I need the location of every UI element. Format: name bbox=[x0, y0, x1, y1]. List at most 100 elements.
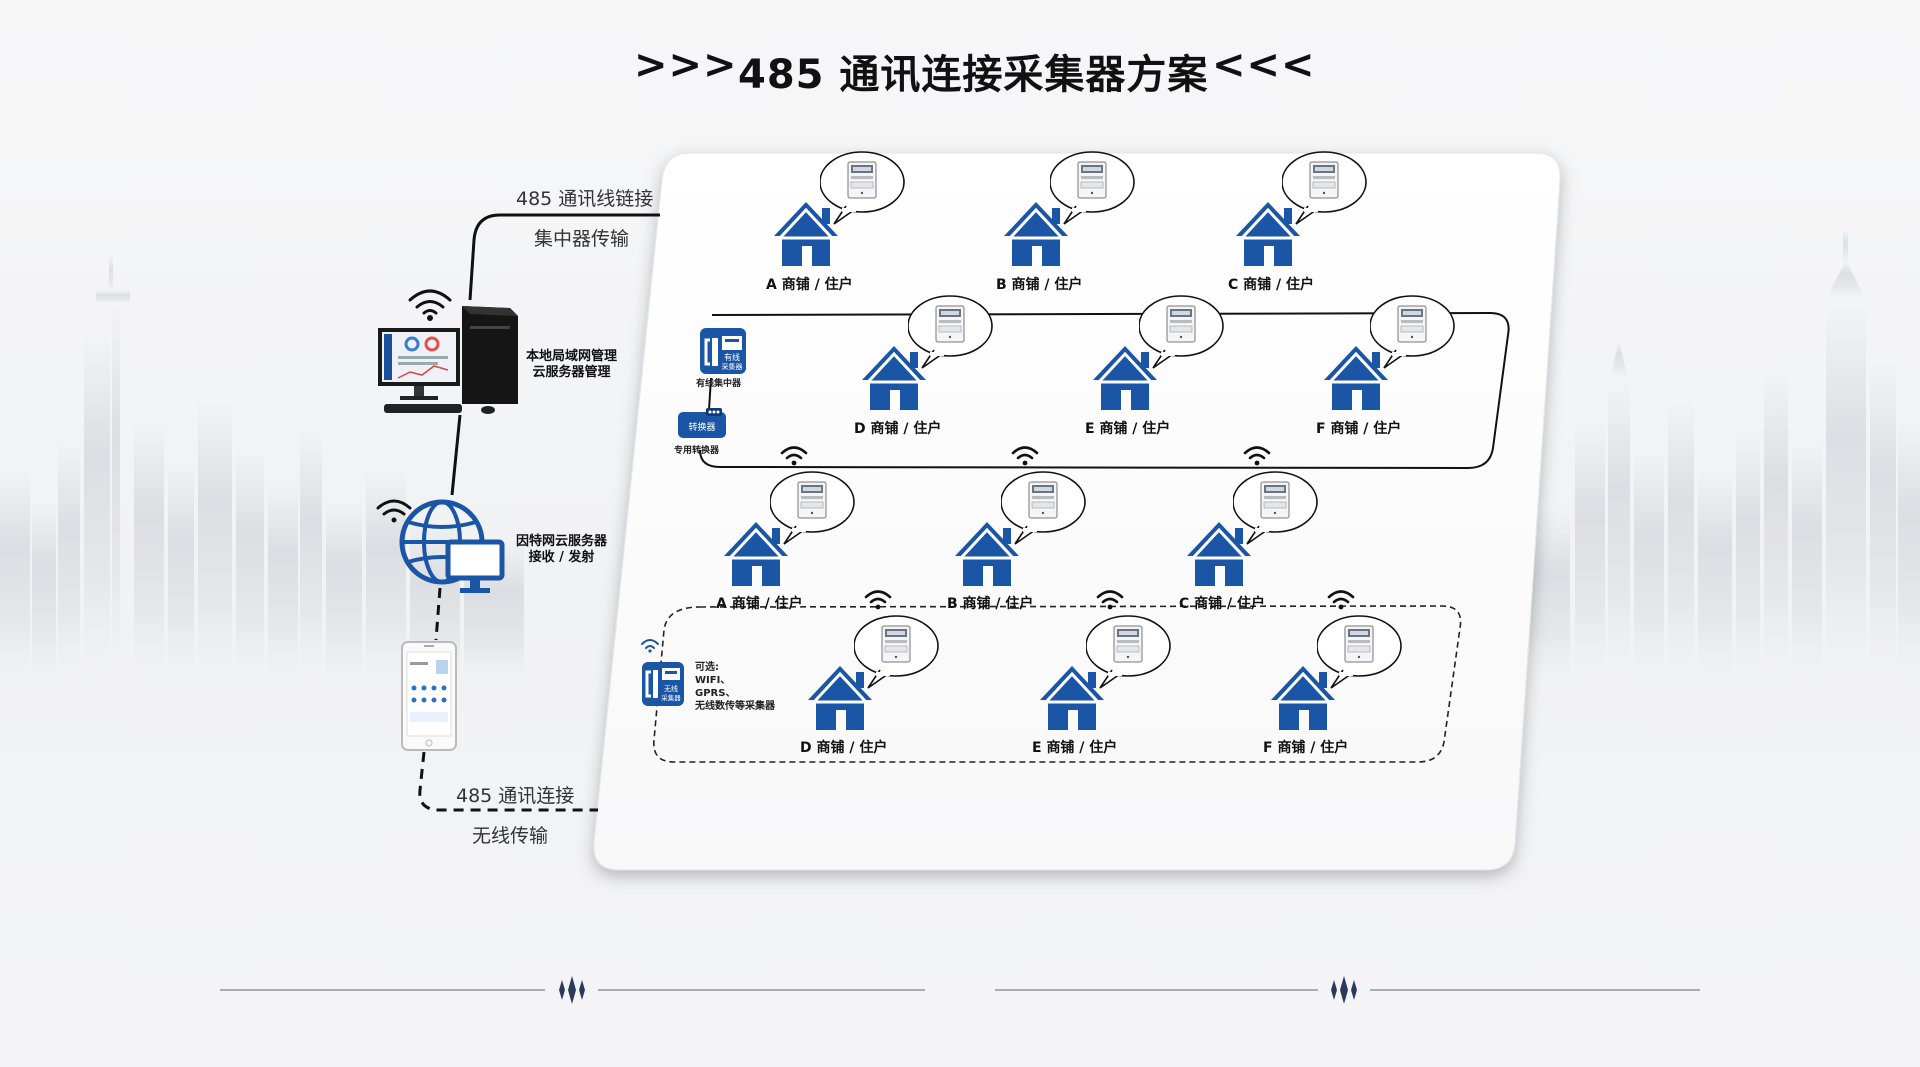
collector-converter-link bbox=[708, 377, 712, 411]
bottom-divider-left bbox=[220, 976, 925, 1004]
house-label: A 商铺 / 住户 bbox=[766, 277, 853, 293]
house-label: C 商铺 / 住户 bbox=[1228, 277, 1315, 293]
wireless-connection-line bbox=[418, 751, 598, 812]
svg-text:转换器: 转换器 bbox=[688, 421, 715, 433]
converter-icon: 转换器 bbox=[678, 408, 726, 438]
wifi-icon bbox=[1243, 446, 1271, 466]
wifi-icon bbox=[641, 639, 659, 653]
meter-bubble bbox=[1050, 151, 1135, 225]
electric-meter-icon bbox=[881, 625, 911, 663]
house-icon bbox=[1004, 202, 1068, 266]
wifi-icon bbox=[376, 499, 412, 523]
house-label: B 商铺 / 住户 bbox=[947, 596, 1034, 612]
electric-meter-icon bbox=[1113, 625, 1143, 663]
svg-text:采集器: 采集器 bbox=[661, 693, 681, 702]
electric-meter-icon bbox=[1309, 161, 1339, 199]
house-unit: D 商铺 / 住户 bbox=[800, 590, 986, 756]
electric-meter-icon bbox=[847, 161, 877, 199]
wifi-icon bbox=[1096, 590, 1124, 610]
house-icon bbox=[1236, 202, 1300, 266]
connection-label-bottom-2: 无线传输 bbox=[472, 825, 549, 847]
house-icon bbox=[808, 666, 872, 730]
house-unit: A 商铺 / 住户 bbox=[766, 148, 952, 308]
wifi-icon bbox=[780, 446, 808, 466]
house-unit: C 商铺 / 住户 bbox=[1228, 148, 1414, 308]
house-label: B 商铺 / 住户 bbox=[996, 277, 1083, 293]
wireless-options: 可选: WIFI、 GPRS、 无线数传等采集器 bbox=[695, 661, 775, 713]
wireless-option-1: 可选: bbox=[695, 662, 719, 673]
house-label: A 商铺 / 住户 bbox=[716, 596, 803, 612]
svg-text:有线: 有线 bbox=[724, 352, 740, 362]
meter-bubble bbox=[1317, 615, 1402, 689]
pc-cloud-link bbox=[450, 414, 462, 496]
collector-icon: 有线 采集器 bbox=[700, 328, 746, 374]
house-unit: B 商铺 / 住户 bbox=[996, 148, 1182, 308]
page-title: 485 通讯连接采集器方案 bbox=[738, 52, 1209, 98]
house-label: E 商铺 / 住户 bbox=[1032, 740, 1118, 756]
house-label: E 商铺 / 住户 bbox=[1085, 421, 1171, 437]
house-icon bbox=[1040, 666, 1104, 730]
meter-bubble bbox=[1086, 615, 1171, 689]
electric-meter-icon bbox=[1397, 305, 1427, 343]
meter-bubble bbox=[820, 151, 905, 225]
skyline-right bbox=[1530, 230, 1920, 690]
meter-bubble bbox=[1233, 471, 1318, 545]
electric-meter-icon bbox=[1260, 481, 1290, 519]
house-unit: C 商铺 / 住户 bbox=[1179, 446, 1365, 612]
wired-bus-line bbox=[699, 311, 1510, 470]
house-label: F 商铺 / 住户 bbox=[1263, 740, 1349, 756]
monitor-icon bbox=[445, 539, 505, 593]
svg-text:无线: 无线 bbox=[664, 684, 678, 693]
wired-collector-label: 有线集中器 bbox=[696, 379, 742, 389]
globe-icon bbox=[376, 499, 505, 593]
connection-label-bottom-1: 485 通讯连接 bbox=[456, 785, 575, 807]
meter-bubble bbox=[1139, 295, 1224, 369]
wired-connection-line bbox=[468, 213, 660, 301]
electric-meter-icon bbox=[1344, 625, 1374, 663]
house-icon bbox=[1271, 666, 1335, 730]
converter-label: 专用转换器 bbox=[674, 446, 720, 456]
cloud-label: 因特网云服务器 接收 / 发射 bbox=[516, 534, 607, 566]
house-unit: F 商铺 / 住户 bbox=[1316, 292, 1502, 452]
house-icon bbox=[1324, 346, 1388, 410]
meter-bubble bbox=[908, 295, 993, 369]
wireless-option-2: WIFI、 bbox=[695, 675, 731, 686]
meter-bubble bbox=[854, 615, 939, 689]
meter-bubble bbox=[1001, 471, 1086, 545]
wireless-zone-line bbox=[653, 605, 1462, 763]
house-icon bbox=[955, 522, 1019, 586]
wifi-icon bbox=[408, 289, 452, 321]
electric-meter-icon bbox=[935, 305, 965, 343]
cloud-phone-link bbox=[434, 587, 442, 641]
house-icon bbox=[862, 346, 926, 410]
title-arrows-left: >>> bbox=[634, 42, 738, 88]
house-icon bbox=[1187, 522, 1251, 586]
house-unit: E 商铺 / 住户 bbox=[1032, 590, 1218, 756]
wifi-icon bbox=[864, 590, 892, 610]
connection-label-top-1: 485 通讯线链接 bbox=[516, 188, 654, 210]
house-icon bbox=[724, 522, 788, 586]
house-unit: F 商铺 / 住户 bbox=[1263, 590, 1449, 756]
wireless-option-3: GPRS、 bbox=[695, 688, 736, 699]
pc-label-line-1: 本地局域网管理 bbox=[526, 349, 618, 364]
house-label: D 商铺 / 住户 bbox=[800, 740, 888, 756]
wireless-collector-icon: 无线 采集器 bbox=[641, 639, 684, 706]
pc-label-line-2: 云服务器管理 bbox=[532, 365, 611, 380]
house-unit: D 商铺 / 住户 bbox=[854, 292, 1040, 452]
meter-bubble bbox=[770, 471, 855, 545]
electric-meter-icon bbox=[1166, 305, 1196, 343]
svg-text:采集器: 采集器 bbox=[722, 362, 743, 371]
house-label: C 商铺 / 住户 bbox=[1179, 596, 1266, 612]
house-icon bbox=[774, 202, 838, 266]
wifi-icon bbox=[1011, 446, 1039, 466]
house-label: D 商铺 / 住户 bbox=[854, 421, 942, 437]
meter-bubble bbox=[1370, 295, 1455, 369]
cloud-label-line-2: 接收 / 发射 bbox=[528, 550, 595, 565]
desktop-computer-icon bbox=[378, 289, 518, 414]
house-icon bbox=[1093, 346, 1157, 410]
smartphone-icon bbox=[401, 641, 457, 751]
electric-meter-icon bbox=[1028, 481, 1058, 519]
house-label: F 商铺 / 住户 bbox=[1316, 421, 1402, 437]
cloud-label-line-1: 因特网云服务器 bbox=[516, 534, 608, 549]
